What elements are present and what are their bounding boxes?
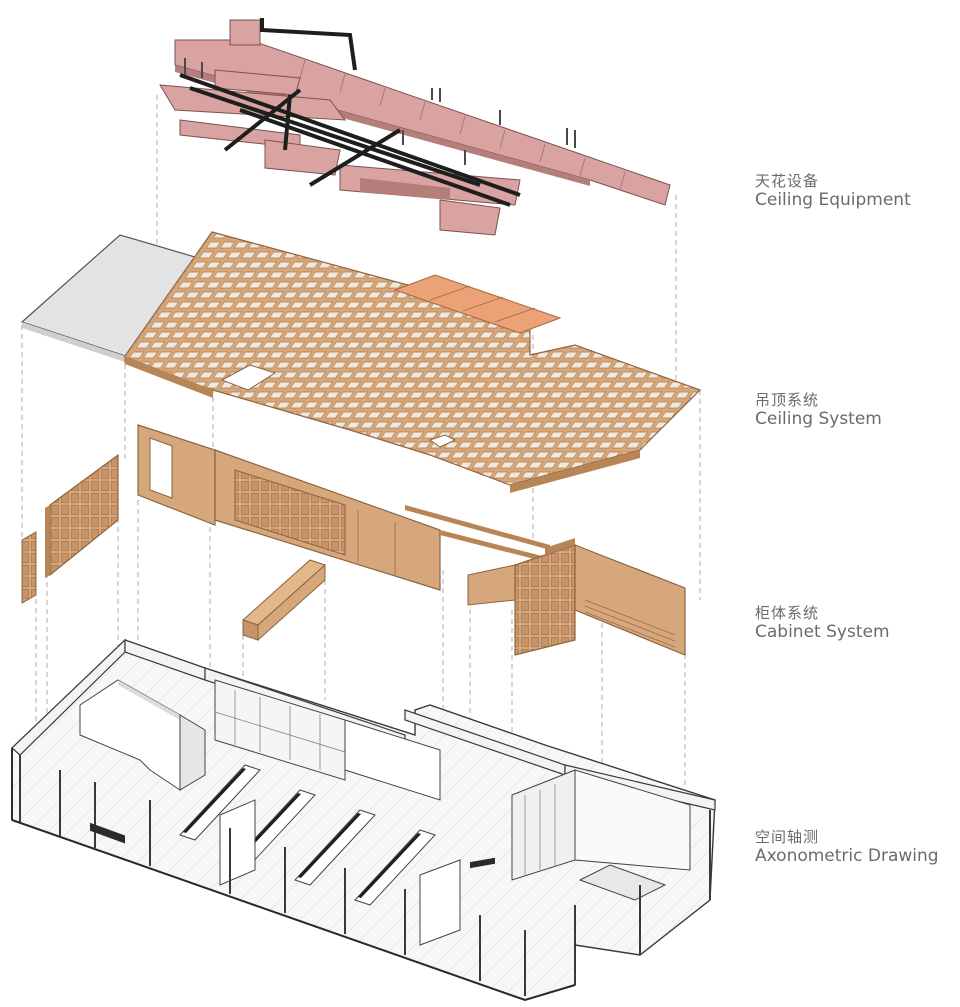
layer-label-en: Ceiling System bbox=[755, 409, 882, 429]
layer-label-axonometric: 空间轴测 Axonometric Drawing bbox=[755, 828, 939, 866]
ceiling-system-layer bbox=[20, 231, 702, 493]
cabinet-system-layer bbox=[21, 424, 686, 854]
layer-label-cn: 柜体系统 bbox=[755, 604, 820, 622]
layer-label-cn: 空间轴测 bbox=[755, 828, 820, 846]
layer-label-en: Cabinet System bbox=[755, 622, 890, 642]
layer-label-en: Ceiling Equipment bbox=[755, 190, 911, 210]
ceiling-equipment-layer bbox=[159, 18, 671, 236]
layer-label-cn: 吊顶系统 bbox=[755, 391, 820, 409]
axonometric-layer bbox=[11, 638, 716, 1002]
layer-label-ceiling-system: 吊顶系统 Ceiling System bbox=[755, 391, 882, 429]
layer-label-cabinet-system: 柜体系统 Cabinet System bbox=[755, 604, 890, 642]
layer-label-cn: 天花设备 bbox=[755, 172, 820, 190]
layer-label-ceiling-equipment: 天花设备 Ceiling Equipment bbox=[755, 172, 911, 210]
layer-label-en: Axonometric Drawing bbox=[755, 846, 939, 866]
